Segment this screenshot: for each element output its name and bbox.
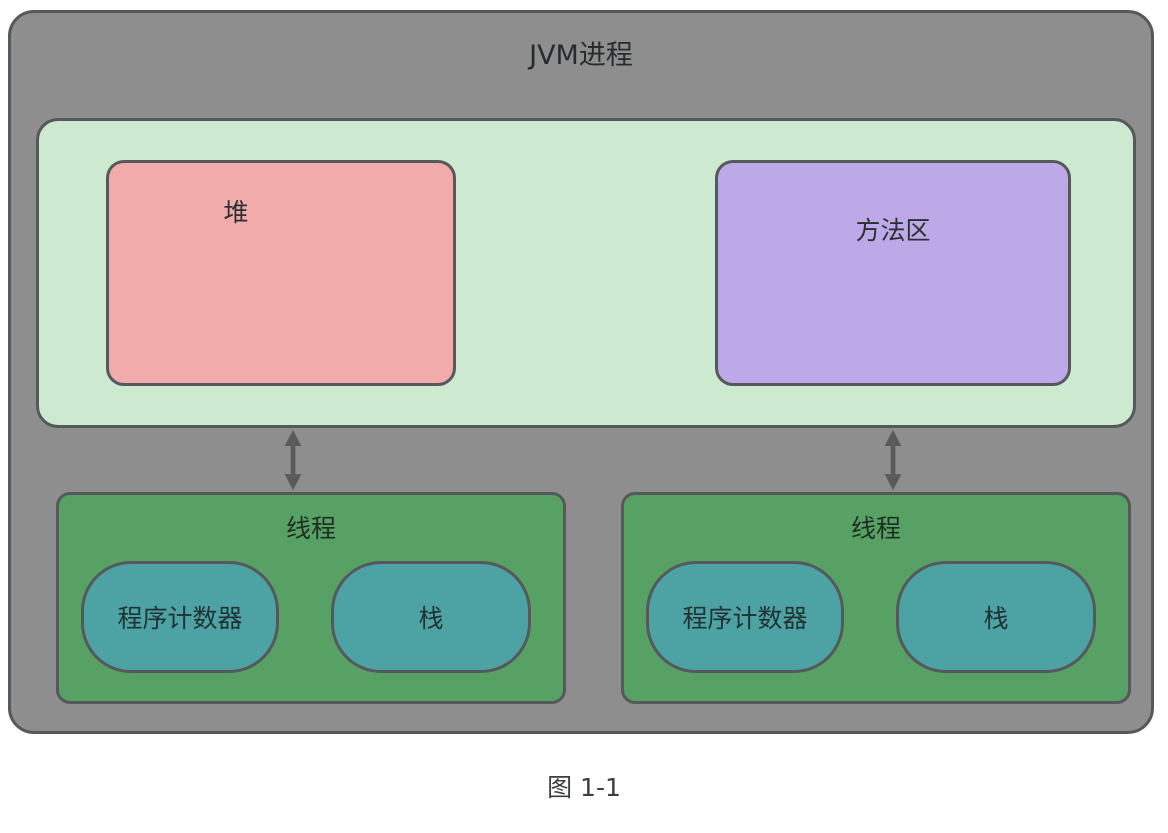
thread-label: 线程 [285,514,336,543]
runtime-memory-box: 堆 方法区 [36,118,1136,428]
thread-box-left: 线程 程序计数器 栈 [56,492,566,704]
heap-box: 堆 [106,160,456,386]
method-area-label: 方法区 [855,216,931,245]
thread-label: 线程 [850,514,901,543]
stack-pill: 栈 [331,561,531,673]
program-counter-pill: 程序计数器 [646,561,844,673]
method-area-box: 方法区 [715,160,1071,386]
heap-label: 堆 [223,198,249,227]
double-arrow-icon [284,430,302,490]
heap-thread-connector [280,430,306,490]
method-thread-connector [880,430,906,490]
thread-box-right: 线程 程序计数器 栈 [621,492,1131,704]
figure-caption: 图 1-1 [547,773,621,802]
program-counter-pill: 程序计数器 [81,561,279,673]
stack-pill: 栈 [896,561,1096,673]
jvm-process-title: JVM进程 [529,40,633,71]
jvm-process-box: JVM进程 堆 方法区 线程 程序计数器 [8,10,1154,734]
double-arrow-icon [884,430,902,490]
